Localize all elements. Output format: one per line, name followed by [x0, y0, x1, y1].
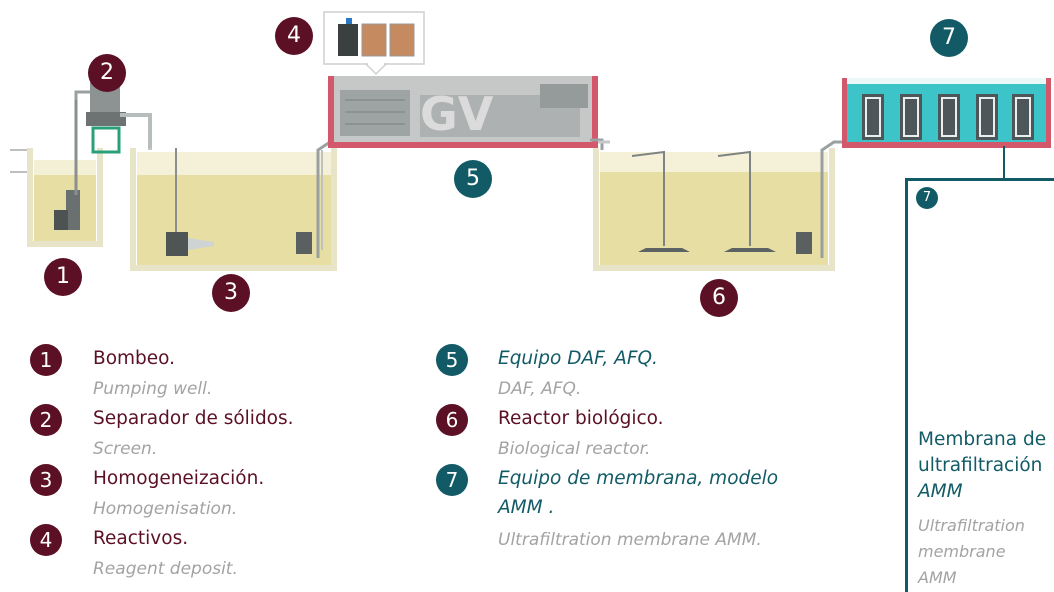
legend-es-7-line1: Equipo de membrana, modelo	[498, 468, 779, 489]
badge-2: 2	[88, 54, 126, 92]
legend-num-7: 7	[436, 464, 468, 496]
membrane-card-sub-line3: AMM	[918, 568, 957, 587]
legend-es-5: Equipo DAF, AFQ.	[498, 348, 658, 369]
membrane-card-title: Membrana de ultrafiltración AMM	[918, 427, 1054, 505]
legend-num-5: 5	[436, 344, 468, 376]
membrane-card-title-line3: AMM	[918, 481, 963, 502]
legend-num-2: 2	[30, 404, 62, 436]
screen-separator	[74, 82, 152, 154]
legend-es-1: Bombeo.	[93, 348, 176, 369]
badge-4: 4	[275, 17, 313, 55]
legend-en-2: Screen.	[93, 439, 158, 459]
membrane-tank	[842, 78, 1051, 180]
tank-pumping-well	[27, 100, 103, 247]
legend-num-1: 1	[30, 344, 62, 376]
tank-homogenisation	[130, 140, 340, 271]
membrane-card-badge: 7	[916, 187, 938, 209]
ground-lines	[10, 149, 30, 173]
membrane-card-title-line1: Membrana de	[918, 429, 1047, 450]
tank-biological-reactor	[590, 138, 846, 271]
legend-es-7-line2: AMM .	[498, 497, 555, 518]
legend-es-4: Reactivos.	[93, 528, 189, 549]
pipes	[148, 140, 610, 150]
legend-num-4: 4	[30, 524, 62, 556]
daf-unit: GV	[328, 76, 598, 148]
membrane-card-sub-line1: Ultrafiltration	[918, 516, 1025, 535]
reagent-deposit-callout	[323, 11, 425, 76]
watermark-gv-daf: GV	[420, 87, 494, 141]
legend-es-6: Reactor biológico.	[498, 408, 664, 429]
badge-3: 3	[212, 274, 250, 312]
badge-7: 7	[930, 19, 968, 57]
legend-es-2: Separador de sólidos.	[93, 408, 294, 429]
legend-en-3: Homogenisation.	[93, 499, 238, 519]
legend-en-6: Biological reactor.	[498, 439, 651, 459]
membrane-card-sub-line2: membrane	[918, 542, 1006, 561]
membrane-card-subtitle: Ultrafiltration membrane AMM	[918, 513, 1048, 591]
badge-1: 1	[44, 258, 82, 296]
legend-num-3: 3	[30, 464, 62, 496]
legend-en-7: Ultrafiltration membrane AMM.	[498, 530, 762, 550]
badge-5: 5	[454, 160, 492, 198]
membrane-card-title-line2: ultrafiltración	[918, 455, 1043, 476]
legend-en-5: DAF, AFQ.	[498, 379, 582, 399]
legend-en-1: Pumping well.	[93, 379, 213, 399]
legend-num-6: 6	[436, 404, 468, 436]
legend-en-4: Reagent deposit.	[93, 559, 238, 579]
badge-6: 6	[700, 279, 738, 317]
membrane-card: 7 Membrana de ultrafiltración AMM Ultraf…	[905, 178, 1054, 592]
legend-es-3: Homogeneización.	[93, 468, 265, 489]
